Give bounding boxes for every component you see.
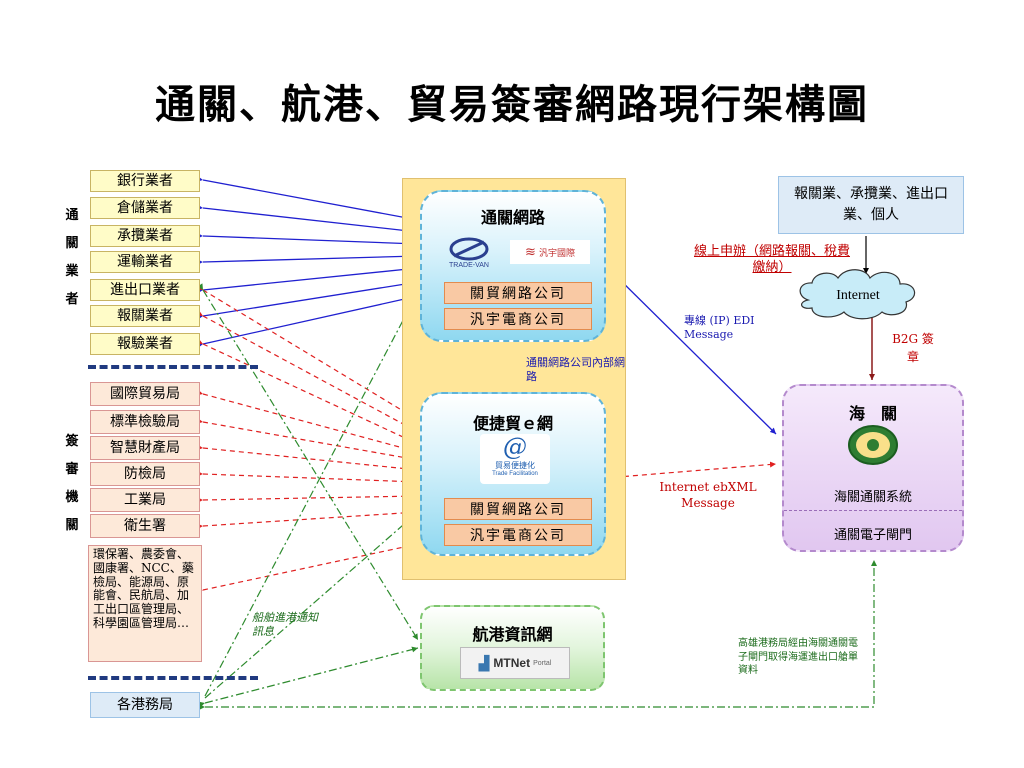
company-tradevan-2: 關貿網路公司 [444,498,592,520]
online-filing-label: 線上申辦（網路報關、稅費繳納） [693,244,850,276]
internal-network-label: 通關網路公司內部網路 [526,356,625,384]
ship-notice-label: 船舶進港通知訊息 [252,611,318,639]
internet-label: Internet [836,288,880,303]
customs-divider [784,510,962,511]
port-network-box: 航港資訊網 ▟ MTNet Portal [420,605,605,691]
company-tradevan-1: 關貿網路公司 [444,282,592,304]
divider-bottom [88,676,258,680]
fanyu-logo: ≋汎宇國際 [510,240,590,264]
review-box-quarantine: 防檢局 [90,462,200,486]
port-network-title: 航港資訊網 [472,625,553,644]
review-box-ip-office: 智慧財產局 [90,436,200,460]
trade-van-logo: TRADE-VAN [440,236,498,270]
industry-box-bank: 銀行業者 [90,170,200,192]
port-bureau-note: 高雄港務局經由海關通關電子閘門取得海運進出口艙單資料 [738,638,858,676]
industry-box-warehouse: 倉儲業者 [90,197,200,219]
customs-emblem-icon [844,424,902,466]
customs-system-label: 海關通關系統 [833,490,912,505]
applicants-box: 報關業、承攬業、進出口業、個人 [778,176,964,234]
port-bureau-box: 各港務局 [90,692,200,718]
industry-box-forwarder: 承攬業者 [90,225,200,247]
company-fanyu-1: 汎宇電商公司 [444,308,592,330]
divider-top [88,365,258,369]
mtnet-logo: ▟ MTNet Portal [460,647,570,679]
review-group-label: 簽 審 機 關 [65,434,79,533]
industry-group-label: 通 關 業 者 [65,208,79,307]
leased-line-label: 專線 (IP) EDI Message [684,314,755,342]
customs-title: 海 關 [848,404,897,423]
customs-gateway-label: 通關電子閘門 [833,528,912,543]
trade-network-title: 便捷貿ｅ網 [472,414,553,433]
customs-box: 海 關 海關通關系統 通關電子閘門 [782,384,964,552]
trade-facilitation-logo: @ 貿易便捷化 Trade Facilitation [480,434,550,484]
trade-network-box: 便捷貿ｅ網 @ 貿易便捷化 Trade Facilitation 關貿網路公司 … [420,392,606,556]
review-box-trade-bureau: 國際貿易局 [90,382,200,406]
industry-box-transport: 運輸業者 [90,251,200,273]
page-title: 通關、航港、貿易簽審網路現行架構圖 [155,81,869,128]
customs-network-box: 通關網路 TRADE-VAN ≋汎宇國際 關貿網路公司 汎宇電商公司 [420,190,606,342]
industry-box-broker: 報關業者 [90,305,200,327]
company-fanyu-2: 汎宇電商公司 [444,524,592,546]
industry-box-inspection: 報驗業者 [90,333,200,355]
review-box-other-agencies: 環保署、農委會、國康署、NCC、藥檢局、能源局、原能會、民航局、加工出口區管理局… [88,545,202,662]
b2g-label: B2G 簽章 [892,332,934,364]
customs-network-title: 通關網路 [480,208,545,227]
review-box-standards: 標準檢驗局 [90,410,200,434]
review-box-health: 衛生署 [90,514,200,538]
industry-box-importer: 進出口業者 [90,279,200,301]
internet-ebxml-label: Internet ebXML Message [659,480,757,510]
review-box-industry-bureau: 工業局 [90,488,200,512]
